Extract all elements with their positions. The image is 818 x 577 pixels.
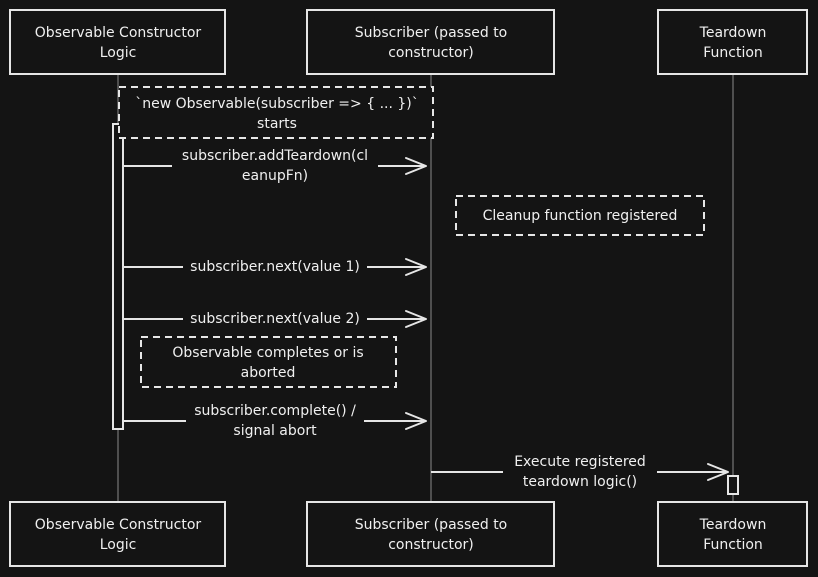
message-label: subscriber.addTeardown(cl [182,148,368,164]
participant-label: constructor) [388,45,474,61]
participant-label: constructor) [388,537,474,553]
message-label: Execute registered [514,454,646,470]
participant-label: Logic [100,45,137,61]
note-text: starts [257,116,297,132]
participant-label: Subscriber (passed to [355,25,508,41]
message-next-1: subscriber.next(value 1) [123,256,427,276]
note-text: `new Observable(subscriber => { ... })` [135,96,419,112]
participant-label: Observable Constructor [35,517,202,533]
note-text: Observable completes or is [172,345,363,361]
message-execute-teardown: Execute registered teardown logic() [431,451,729,493]
message-label: subscriber.next(value 2) [190,311,360,327]
participant-observable-top: Observable Constructor Logic [9,9,226,75]
message-label: teardown logic() [523,474,637,490]
participant-subscriber-bottom: Subscriber (passed to constructor) [306,501,555,567]
participant-subscriber-top: Subscriber (passed to constructor) [306,9,555,75]
arrow-head [405,412,427,430]
activation-observable [112,123,124,430]
message-label: subscriber.next(value 1) [190,259,360,275]
note-registered: Cleanup function registered [455,195,705,236]
activation-teardown [727,475,739,495]
participant-label: Teardown [699,25,767,41]
participant-label: Observable Constructor [35,25,202,41]
message-complete: subscriber.complete() / signal abort [123,400,427,442]
participant-teardown-top: Teardown Function [657,9,808,75]
message-label: subscriber.complete() / [194,403,356,419]
arrow-head [405,258,427,276]
participant-label: Function [703,537,763,553]
participant-observable-bottom: Observable Constructor Logic [9,501,226,567]
arrow-head [405,310,427,328]
note-text: Cleanup function registered [483,208,678,224]
note-start: `new Observable(subscriber => { ... })` … [118,86,434,139]
message-add-teardown: subscriber.addTeardown(cl eanupFn) [123,145,427,187]
note-completes: Observable completes or is aborted [140,336,397,388]
participant-label: Function [703,45,763,61]
participant-label: Subscriber (passed to [355,517,508,533]
arrow-head [707,463,729,481]
arrow-head [405,157,427,175]
participant-teardown-bottom: Teardown Function [657,501,808,567]
message-next-2: subscriber.next(value 2) [123,308,427,328]
note-text: aborted [241,365,296,381]
participant-label: Logic [100,537,137,553]
message-label: signal abort [233,423,317,439]
message-label: eanupFn) [242,168,308,184]
participant-label: Teardown [699,517,767,533]
